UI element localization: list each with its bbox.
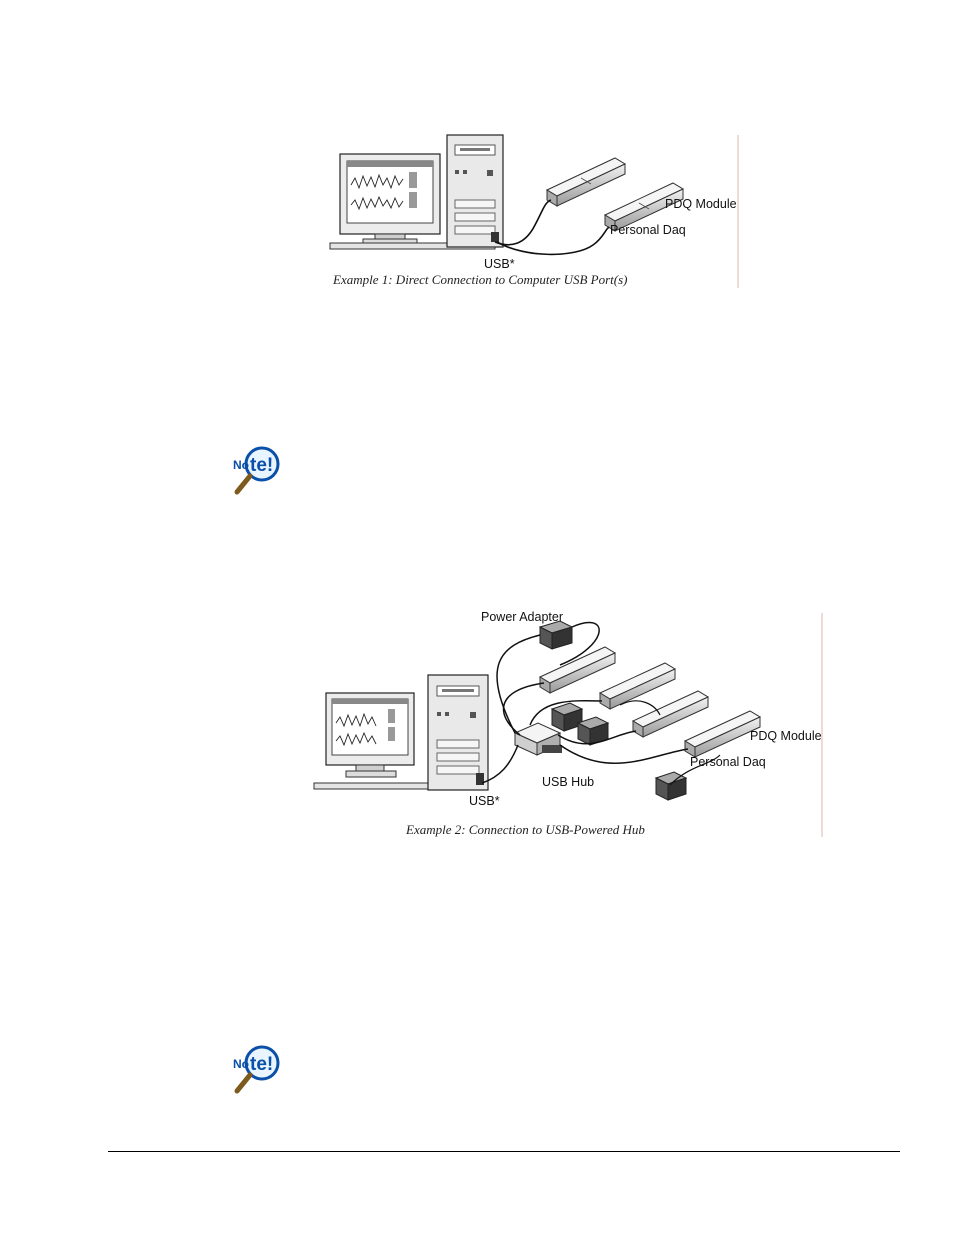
svg-text:No: No xyxy=(233,1057,249,1071)
usb-hub-label: USB Hub xyxy=(542,775,594,789)
svg-text:te!: te! xyxy=(250,455,273,476)
personal-daq-label: Personal Daq xyxy=(610,223,686,237)
svg-text:No: No xyxy=(233,458,249,472)
computer-tower xyxy=(427,674,489,791)
power-adapter xyxy=(538,620,574,650)
note-magnifier-icon: No te! xyxy=(230,1043,292,1104)
pdq-module xyxy=(683,710,762,758)
computer-tower xyxy=(446,134,504,248)
computer-monitor xyxy=(325,692,415,778)
personal-daq-module xyxy=(545,157,627,207)
footer-divider xyxy=(108,1151,900,1152)
usb-port-label: USB* xyxy=(484,257,515,271)
power-adapter xyxy=(576,716,610,746)
personal-daq-module xyxy=(631,690,710,738)
note-magnifier-icon: No te! xyxy=(230,444,292,505)
pdq-module-label: PDQ Module xyxy=(750,729,822,743)
personal-daq-module xyxy=(598,662,677,710)
computer-monitor xyxy=(339,153,441,244)
figure-usb-hub-connection: Power Adapter PDQ Module Personal Daq US… xyxy=(310,605,830,840)
power-adapter xyxy=(654,771,688,801)
personal-daq-label: Personal Daq xyxy=(690,755,766,769)
figure-caption: Example 2: Connection to USB-Powered Hub xyxy=(405,822,645,837)
usb-hub xyxy=(513,722,562,756)
personal-daq-module xyxy=(538,646,617,694)
pdq-module-label: PDQ Module xyxy=(665,197,737,211)
power-adapter-label: Power Adapter xyxy=(481,610,563,624)
figure-direct-connection: PDQ Module Personal Daq USB* Example 1: … xyxy=(325,130,745,292)
usb-port-label: USB* xyxy=(469,794,500,808)
svg-text:te!: te! xyxy=(250,1054,273,1075)
pdq-module xyxy=(603,182,685,232)
figure-caption: Example 1: Direct Connection to Computer… xyxy=(332,272,628,287)
